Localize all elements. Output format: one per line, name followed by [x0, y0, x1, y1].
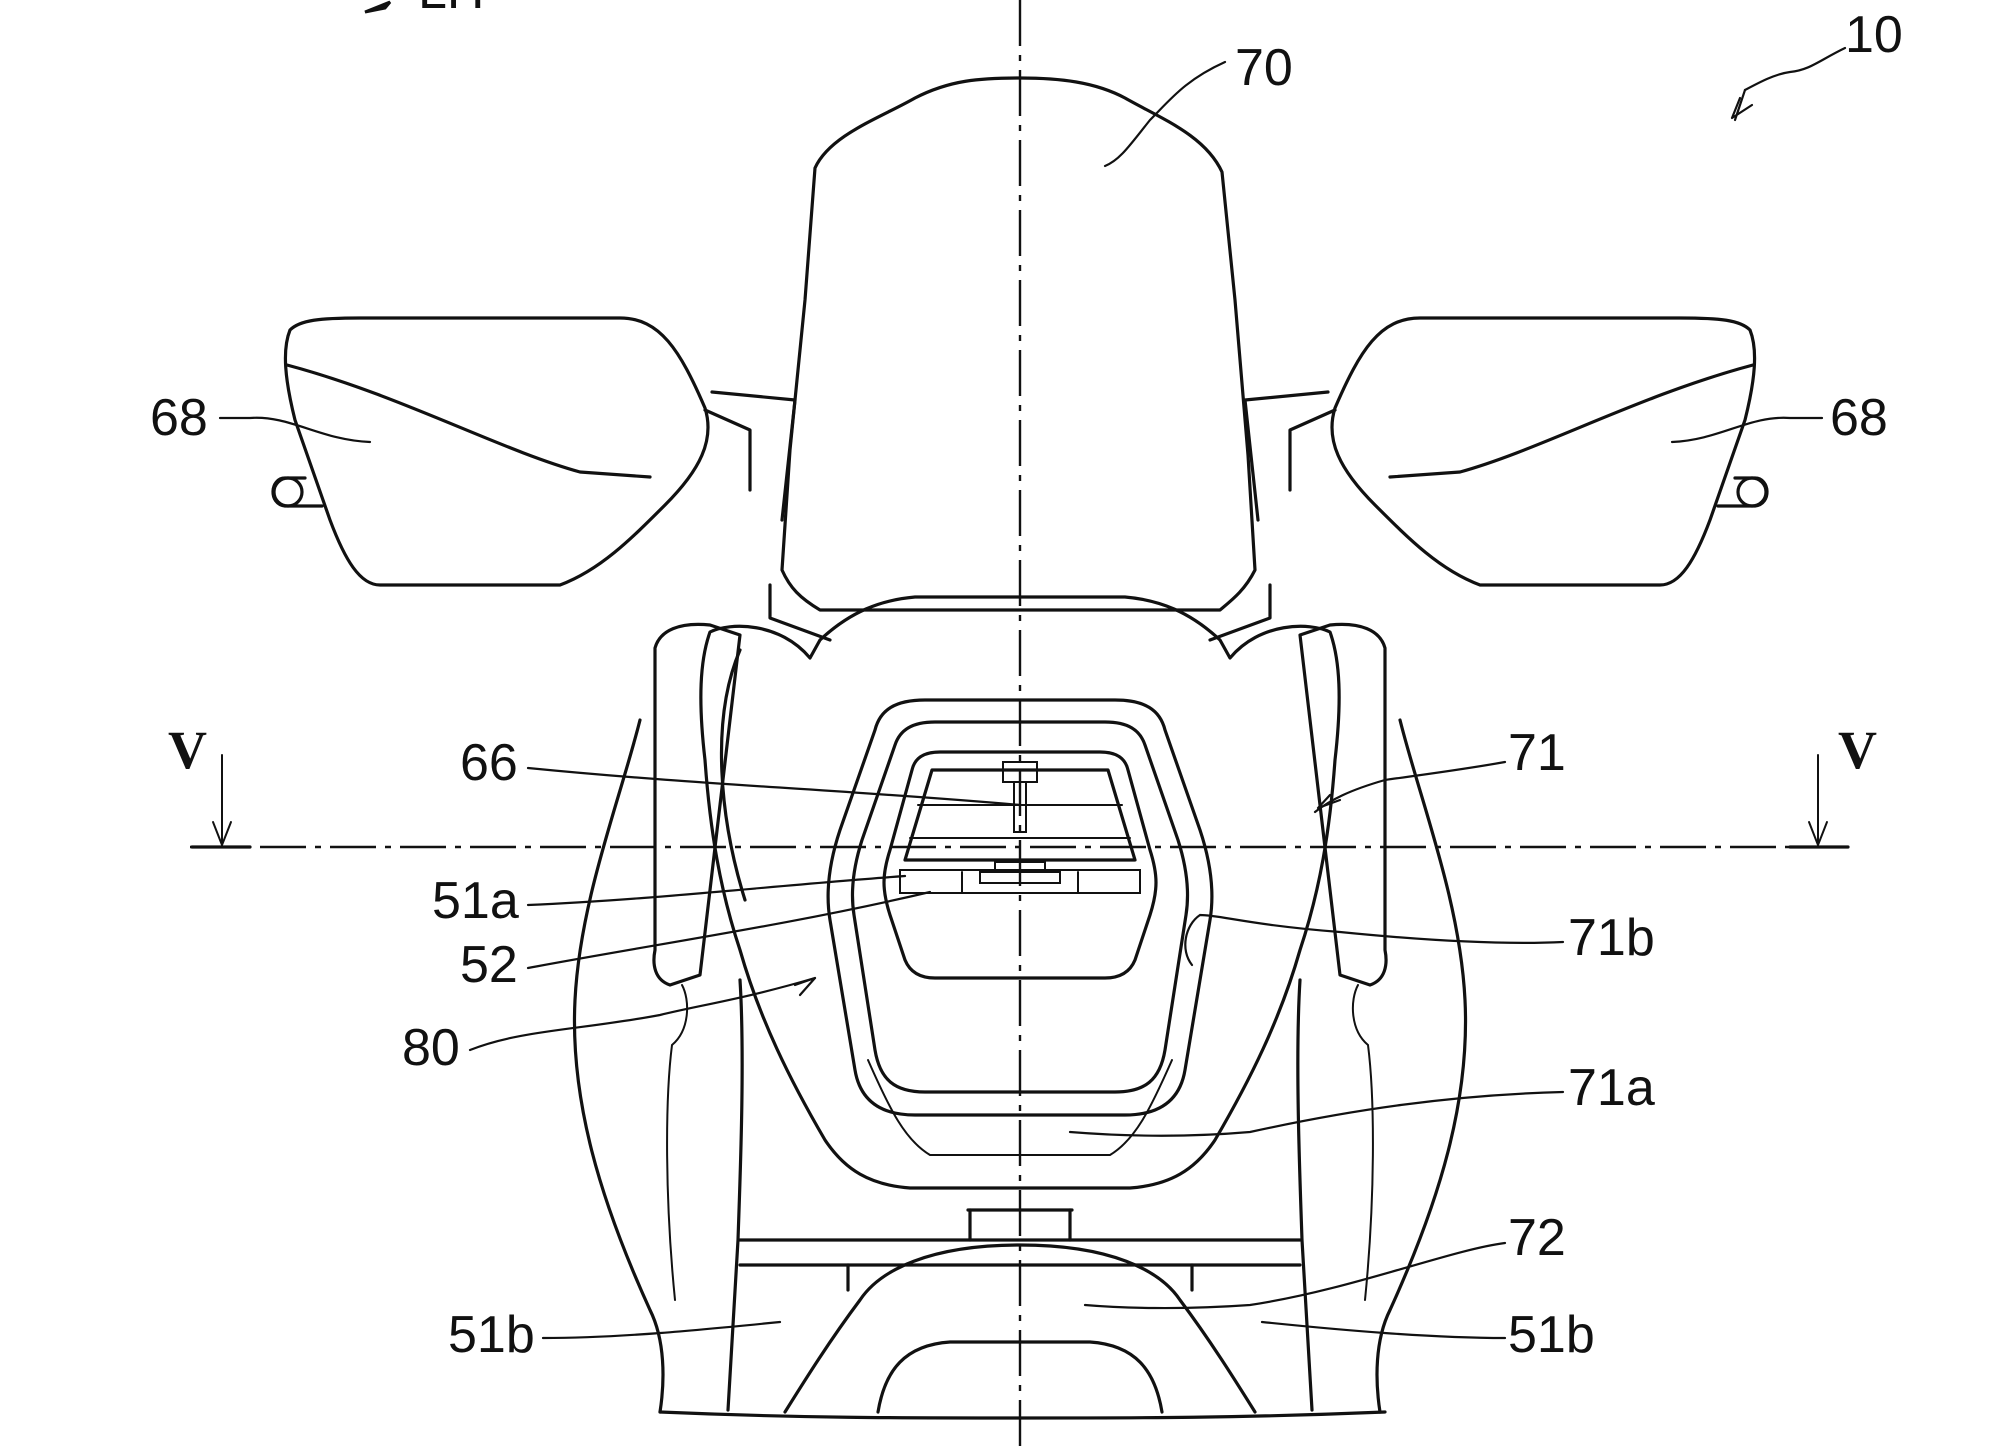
direction-label: LH — [418, 0, 484, 20]
fork-assembly — [658, 978, 1387, 1420]
section-mark-right: V — [1838, 720, 1877, 780]
label-71b: 71b — [1568, 909, 1655, 967]
label-68-right: 68 — [1830, 389, 1888, 447]
handguard-left — [271, 316, 710, 587]
headlight-housing — [826, 698, 1214, 1156]
label-71: 71 — [1508, 724, 1566, 782]
section-marker-left: V — [168, 720, 252, 849]
side-shroud-left — [572, 622, 742, 1414]
leader-lines — [218, 46, 1847, 1340]
reference-labels: 10 70 68 68 71 66 51a 52 80 71b 71a 72 5… — [150, 6, 1903, 1364]
front-cover — [699, 595, 1341, 1190]
label-80: 80 — [402, 1019, 460, 1077]
label-70: 70 — [1235, 39, 1293, 97]
direction-arrow — [364, 0, 392, 14]
label-51b-right: 51b — [1508, 1306, 1595, 1364]
handguard-right — [1330, 316, 1769, 587]
label-68-left: 68 — [150, 389, 208, 447]
section-marker-right: V — [1788, 720, 1877, 849]
section-mark-left: V — [168, 720, 207, 780]
side-shroud-right — [1298, 622, 1468, 1414]
label-51b-left: 51b — [448, 1306, 535, 1364]
label-66: 66 — [460, 734, 518, 792]
direction-indicator: LH — [364, 0, 484, 20]
label-51a: 51a — [432, 872, 519, 930]
headlight-unit — [882, 750, 1158, 980]
label-10: 10 — [1845, 6, 1903, 64]
label-71a: 71a — [1568, 1059, 1655, 1117]
windscreen — [780, 76, 1257, 612]
mirror-mounts — [703, 390, 1337, 642]
label-72: 72 — [1508, 1209, 1566, 1267]
label-52: 52 — [460, 936, 518, 994]
front-fender — [783, 1243, 1257, 1414]
